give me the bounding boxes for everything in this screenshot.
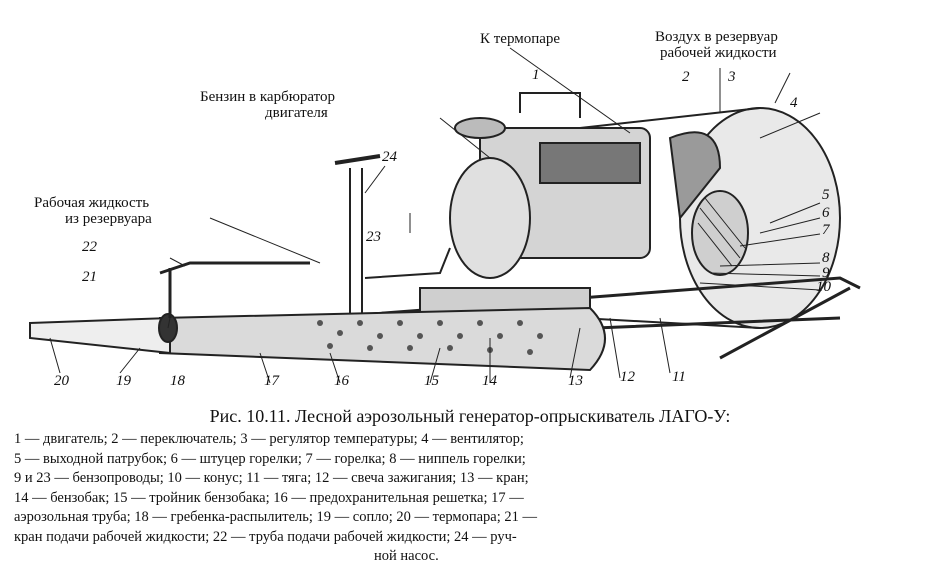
top-handle	[519, 92, 581, 118]
fan-grille-hatching	[697, 197, 746, 267]
aerosol-generator-drawing	[29, 47, 861, 384]
hand-pump-body	[349, 168, 363, 318]
legend-line: 1 — двигатель; 2 — переключатель; 3 — ре…	[14, 431, 524, 447]
callout-19: 19	[116, 373, 131, 389]
callout-16: 16	[334, 373, 349, 389]
figure-caption: Рис. 10.11. Лесной аэрозольный генератор…	[209, 406, 731, 426]
callout-7: 7	[822, 222, 830, 238]
callout-15: 15	[424, 373, 439, 389]
label-liquid-line1: Рабочая жидкость	[34, 195, 150, 211]
label-fuel-line2: двигателя	[265, 105, 328, 121]
callout-21: 21	[82, 269, 97, 285]
label-air-line1: Воздух в резервуар	[655, 29, 778, 45]
callout-11: 11	[672, 369, 686, 385]
aerosol-tube	[159, 306, 606, 372]
callout-4: 4	[790, 95, 798, 111]
figure-legend: 1 — двигатель; 2 — переключатель; 3 — ре…	[14, 430, 904, 567]
label-fuel-line1: Бензин в карбюратор	[200, 89, 336, 105]
callout-18: 18	[170, 373, 185, 389]
fan-blades	[668, 131, 722, 221]
callout-8: 8	[822, 250, 830, 266]
callout-6: 6	[822, 205, 830, 221]
hand-pump-handle	[334, 154, 381, 165]
legend-line: кран подачи рабочей жидкости; 22 — труба…	[14, 528, 517, 545]
callout-20: 20	[54, 373, 69, 389]
legend-line: ной насос.	[374, 548, 439, 564]
engine-cover	[449, 157, 531, 279]
callout-2: 2	[682, 69, 690, 85]
air-filter	[454, 117, 506, 139]
callout-3: 3	[728, 69, 736, 85]
callout-1: 1	[532, 67, 540, 83]
callout-9: 9	[822, 265, 830, 281]
legend-line: 9 и 23 — бензопроводы; 10 — конус; 11 — …	[14, 470, 529, 486]
callout-13: 13	[568, 373, 583, 389]
callout-24: 24	[382, 149, 397, 165]
callout-5: 5	[822, 187, 830, 203]
label-thermocouple: К термопаре	[480, 31, 561, 47]
engine-fins	[539, 142, 641, 184]
figure-illustration: К термопаре Воздух в резервуар рабочей ж…	[20, 18, 900, 406]
legend-line: аэрозольная труба; 18 — гребенка-распыли…	[14, 509, 538, 525]
legend-line: 14 — бензобак; 15 — тройник бензобака; 1…	[14, 489, 524, 506]
callout-23: 23	[366, 229, 381, 245]
callout-22: 22	[82, 239, 97, 255]
label-liquid-line2: из резервуара	[65, 211, 152, 227]
callout-10: 10	[816, 279, 831, 295]
callout-14: 14	[482, 373, 497, 389]
legend-line: 5 — выходной патрубок; 6 — штуцер горелк…	[14, 450, 526, 467]
callout-17: 17	[264, 373, 279, 389]
nozzle	[29, 316, 171, 355]
fuel-line	[364, 247, 451, 279]
label-air-line2: рабочей жидкости	[660, 45, 777, 61]
leader-lines	[49, 47, 821, 384]
callout-12: 12	[620, 369, 635, 385]
